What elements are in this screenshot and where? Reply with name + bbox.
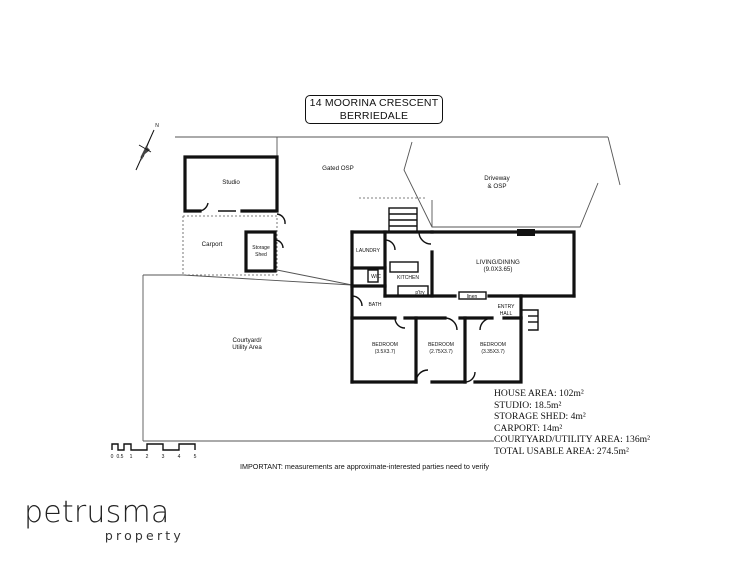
address-title-box: 14 MOORINA CRESCENT BERRIEDALE (305, 95, 443, 124)
bedroom1-dim-label: (3.5X3.7) (375, 349, 396, 355)
address-line-1: 14 MOORINA CRESCENT (309, 97, 439, 109)
wc-label: W/C (371, 274, 381, 280)
north-label: N (155, 123, 159, 129)
area-carport: CARPORT: 14m² (494, 422, 563, 434)
carport-label: Carport (202, 241, 223, 248)
bath-label: BATH (369, 302, 382, 308)
logo-sub-text: property (104, 528, 184, 543)
studio-label: Studio (222, 179, 240, 186)
laundry-label: LAUNDRY (356, 248, 380, 254)
hall-label: HALL (500, 311, 513, 317)
area-total: TOTAL USABLE AREA: 274.5m² (494, 445, 629, 457)
courtyard-label: Courtyard/ (233, 337, 262, 344)
storage-label: Storage (252, 245, 270, 251)
bedroom2-dim-label: (2.75X3.7) (429, 349, 453, 355)
house-walls (350, 229, 576, 384)
north-arrow-icon: N (135, 123, 159, 171)
area-courtyard: COURTYARD/UTILITY AREA: 136m² (494, 434, 650, 446)
important-note: IMPORTANT: measurements are approximate-… (240, 462, 490, 471)
gated-osp-label: Gated OSP (322, 165, 354, 172)
scale-label-2: 2 (146, 454, 149, 460)
area-studio: STUDIO: 18.5m² (494, 399, 562, 411)
entry-label: ENTRY (498, 304, 516, 310)
scale-label-3: 3 (162, 454, 165, 460)
shed-label: Shed (255, 252, 267, 258)
carport-block: Carport Storage Shed (182, 213, 286, 276)
scale-bar: 0 0.5 1 2 3 4 5 (111, 443, 197, 460)
bedroom3-dim-label: (3.35X3.7) (481, 349, 505, 355)
scale-label-5: 5 (194, 454, 197, 460)
scale-label-1: 1 (130, 454, 133, 460)
address-line-2: BERRIEDALE (339, 110, 409, 122)
scale-label-0: 0 (111, 454, 114, 460)
area-house: HOUSE AREA: 102m² (494, 388, 584, 399)
bedroom3-label: BEDROOM (480, 342, 506, 348)
bedroom1-label: BEDROOM (372, 342, 398, 348)
studio-block: Studio (183, 155, 279, 213)
kitchen-label: KITCHEN (397, 275, 419, 281)
linen-label: linen (467, 294, 478, 300)
bedroom2-label: BEDROOM (428, 342, 454, 348)
area-summary: HOUSE AREA: 102m² STUDIO: 18.5m² STORAGE… (494, 388, 650, 458)
scale-label-4: 4 (178, 454, 181, 460)
driveway-osp-label: & OSP (488, 183, 507, 190)
living-label: LIVING/DINING (476, 259, 520, 266)
scale-label-05: 0.5 (117, 454, 124, 460)
area-storage-shed: STORAGE SHED: 4m² (494, 411, 586, 423)
utility-area-label: Utility Area (232, 344, 262, 351)
entry-stairs (359, 197, 425, 233)
logo-main-text: petrusma (24, 495, 170, 530)
petrusma-logo: petrusma property (24, 497, 194, 543)
driveway-label: Driveway (484, 175, 510, 182)
pantry-label: p'try (415, 290, 425, 296)
living-dim-label: (9.0X3.65) (484, 266, 513, 273)
site-boundary (142, 136, 621, 442)
door-swings (351, 231, 539, 383)
